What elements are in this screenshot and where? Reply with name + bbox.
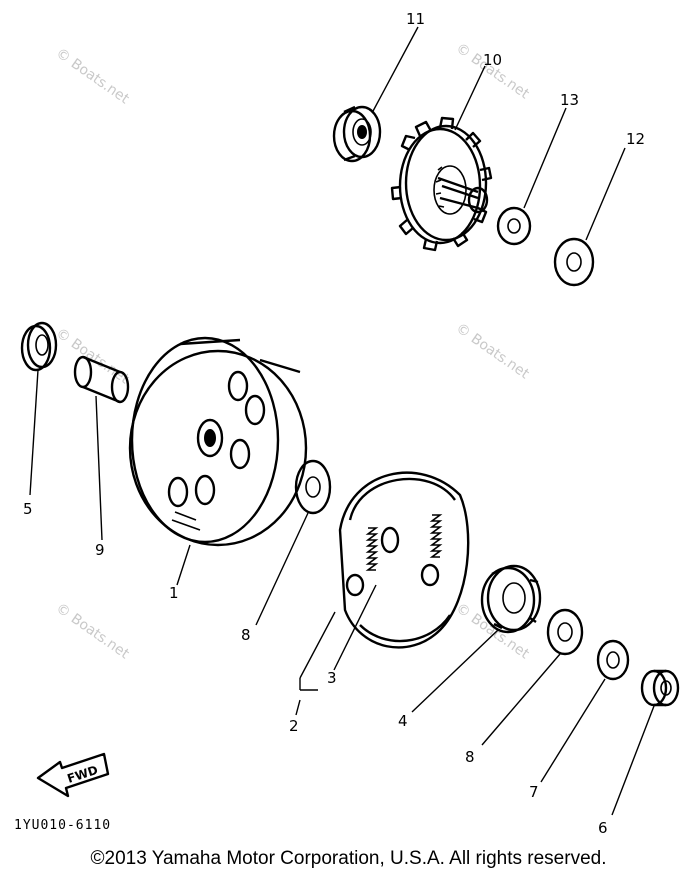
- part-8-washer-lower: [546, 608, 584, 656]
- callout-13: 13: [560, 91, 579, 109]
- part-13-washer: [496, 206, 532, 246]
- callout-10: 10: [483, 51, 502, 69]
- part-8-washer-upper: [294, 459, 332, 515]
- callouts: 1 2 3 4 5 6 7 8 8 9 10 11 12 13: [23, 10, 645, 837]
- watermark: © Boats.net: [53, 325, 133, 387]
- part-1-clutch-housing: [128, 336, 308, 547]
- callout-5: 5: [23, 500, 33, 518]
- diagram-code: 1YU010-6110: [14, 818, 111, 833]
- callout-3: 3: [327, 669, 337, 687]
- callout-9: 9: [95, 541, 105, 559]
- copyright-notice: ©2013 Yamaha Motor Corporation, U.S.A. A…: [90, 848, 607, 869]
- watermark: © Boats.net: [453, 40, 533, 102]
- part-12-washer: [553, 237, 595, 287]
- callout-1: 1: [169, 584, 179, 602]
- callout-6: 6: [598, 819, 608, 837]
- callout-11: 11: [406, 10, 425, 28]
- part-10-drive-gear: [390, 116, 493, 252]
- watermarks: © Boats.net © Boats.net © Boats.net © Bo…: [53, 40, 533, 662]
- part-3-springs: [365, 514, 443, 571]
- callout-8b: 8: [465, 748, 475, 766]
- watermark: © Boats.net: [53, 600, 133, 662]
- part-11-bearing: [332, 105, 382, 163]
- watermark: © Boats.net: [53, 45, 133, 107]
- callout-12: 12: [626, 130, 645, 148]
- part-5-oil-seal: [20, 321, 58, 372]
- part-7-washer: [596, 639, 630, 681]
- part-4-nut: [480, 564, 542, 634]
- callout-2: 2: [289, 717, 299, 735]
- callout-4: 4: [398, 712, 408, 730]
- part-2-clutch-shoe-assy: [338, 471, 470, 649]
- callout-7: 7: [529, 783, 539, 801]
- leader-lines: [29, 26, 655, 816]
- callout-8a: 8: [241, 626, 251, 644]
- part-6-nut: [640, 669, 680, 707]
- fwd-arrow-icon: FWD: [36, 752, 110, 798]
- part-9-collar: [73, 355, 130, 404]
- watermark: © Boats.net: [453, 320, 533, 382]
